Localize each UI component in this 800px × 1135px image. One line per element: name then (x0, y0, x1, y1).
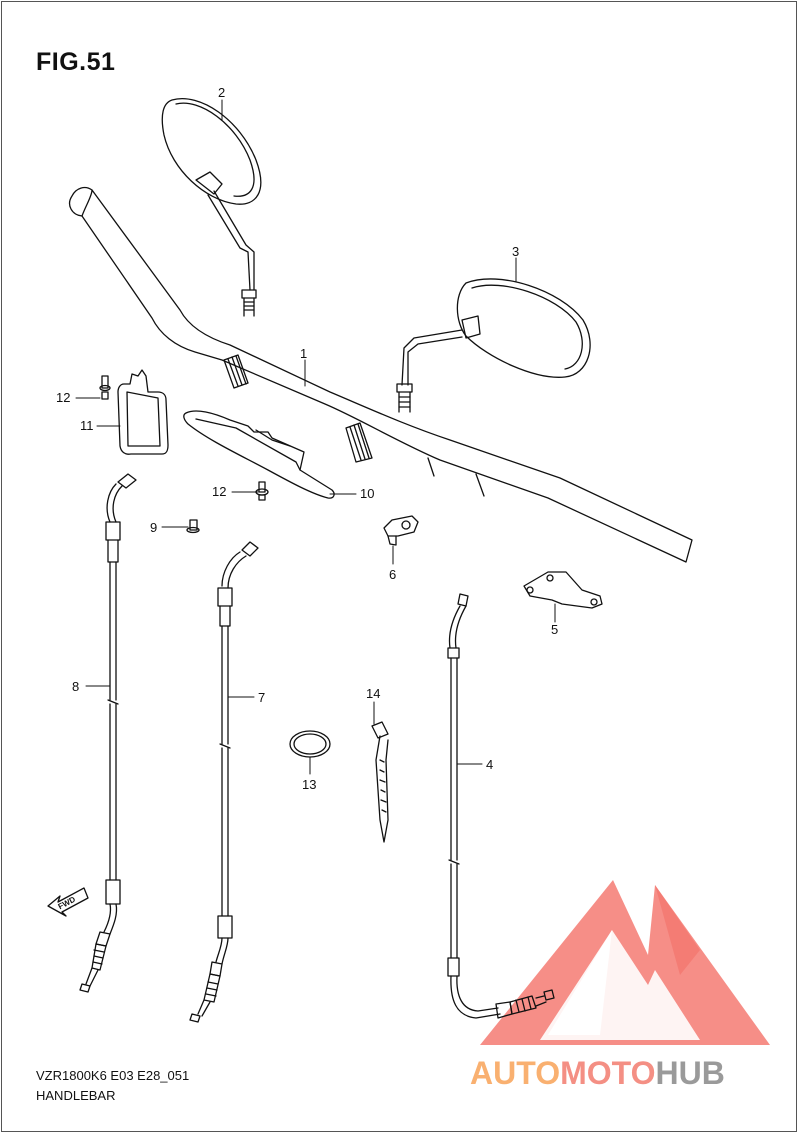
callout-12-b: 12 (212, 484, 226, 499)
callout-11: 11 (80, 418, 94, 433)
callout-4: 4 (486, 757, 493, 772)
watermark-part-hub: HUB (655, 1055, 725, 1091)
section-name: HANDLEBAR (36, 1088, 116, 1103)
model-code: VZR1800K6 E03 E28_051 (36, 1068, 190, 1083)
bracket-part-11 (117, 369, 169, 455)
callout-7: 7 (258, 690, 265, 705)
leader-lines (75, 99, 556, 775)
callout-12-a: 12 (56, 390, 70, 405)
mirror-left-part-2 (161, 98, 262, 317)
bolt-part-12-a (99, 375, 111, 400)
throttle-cable-part-8 (79, 473, 137, 993)
callout-labels: 2 3 1 12 11 12 10 9 6 5 8 7 14 4 13 FWD (56, 85, 558, 911)
callout-8: 8 (72, 679, 79, 694)
forward-arrow-icon (47, 887, 89, 917)
watermark-text: AUTOMOTOHUB (470, 1055, 725, 1092)
callout-9: 9 (150, 520, 157, 535)
clutch-cable-part-4 (447, 593, 555, 1019)
cable-guide-part-10 (183, 410, 335, 499)
o-ring-part-13 (289, 730, 331, 758)
watermark-part-moto: MOTO (560, 1055, 656, 1091)
bracket-part-5 (523, 571, 603, 609)
cable-tie-part-14 (371, 721, 389, 843)
mirror-right-part-3 (396, 278, 591, 413)
callout-13: 13 (302, 777, 316, 792)
callout-5: 5 (551, 622, 558, 637)
watermark-logo (480, 880, 770, 1045)
figure-title: FIG.51 (36, 48, 116, 76)
callout-6: 6 (389, 567, 396, 582)
throttle-cable-part-7 (189, 541, 259, 1023)
clamp-part-6 (383, 515, 419, 546)
callout-2: 2 (218, 85, 225, 100)
callout-10: 10 (360, 486, 374, 501)
callout-14: 14 (366, 686, 380, 701)
watermark-part-auto: AUTO (470, 1055, 561, 1091)
screw-part-9 (186, 519, 200, 534)
bolt-part-12-b (255, 481, 269, 501)
handlebar-part-1 (68, 186, 693, 563)
callout-1: 1 (300, 346, 307, 361)
callout-3: 3 (512, 244, 519, 259)
